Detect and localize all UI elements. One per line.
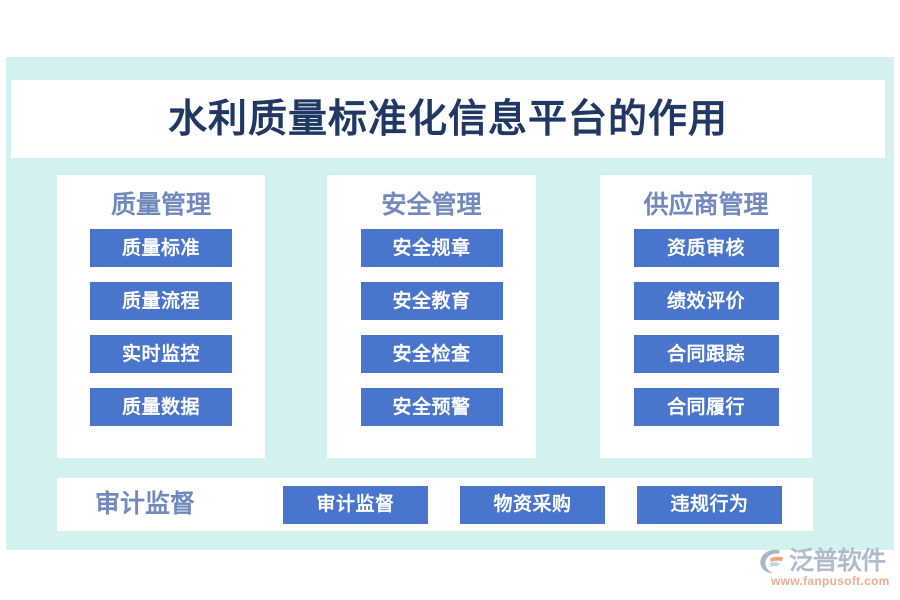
brand-url: www.fanpusoft.com — [771, 574, 890, 588]
category-heading: 供应商管理 — [643, 192, 769, 219]
feature-chip[interactable]: 安全检查 — [360, 335, 503, 373]
page-title: 水利质量标准化信息平台的作用 — [167, 97, 728, 141]
feature-chip[interactable]: 实时监控 — [90, 335, 232, 373]
feature-chip[interactable]: 合同跟踪 — [633, 335, 779, 373]
category-panel-audit: 审计监督 审计监督 物资采购 违规行为 — [57, 478, 813, 531]
category-panel-quality: 质量管理 质量标准 质量流程 实时监控 质量数据 — [57, 175, 265, 458]
feature-chip[interactable]: 质量流程 — [90, 282, 232, 320]
brand-row: 泛普软件 — [757, 546, 897, 576]
feature-chip[interactable]: 物资采购 — [460, 485, 605, 524]
feature-chip[interactable]: 资质审核 — [633, 229, 779, 267]
feature-chip[interactable]: 绩效评价 — [633, 282, 779, 320]
feature-chip[interactable]: 安全教育 — [360, 282, 503, 320]
category-heading: 质量管理 — [110, 192, 211, 219]
category-panel-supplier: 供应商管理 资质审核 绩效评价 合同跟踪 合同履行 — [600, 175, 812, 458]
feature-chip[interactable]: 质量数据 — [90, 388, 232, 426]
category-heading: 审计监督 — [95, 491, 196, 518]
feature-chip[interactable]: 违规行为 — [637, 485, 782, 524]
feature-chip[interactable]: 安全规章 — [360, 229, 503, 267]
category-panel-safety: 安全管理 安全规章 安全教育 安全检查 安全预警 — [327, 175, 536, 458]
brand-name: 泛普软件 — [789, 547, 886, 575]
feature-chip[interactable]: 审计监督 — [283, 485, 428, 524]
category-heading: 安全管理 — [381, 192, 482, 219]
fanpu-swoosh-icon — [760, 549, 784, 574]
brand-watermark: 泛普软件 www.fanpusoft.com — [757, 546, 897, 592]
feature-chip[interactable]: 合同履行 — [633, 388, 779, 426]
feature-chip[interactable]: 安全预警 — [360, 388, 503, 426]
feature-chip[interactable]: 质量标准 — [90, 229, 232, 267]
title-band: 水利质量标准化信息平台的作用 — [11, 80, 885, 158]
